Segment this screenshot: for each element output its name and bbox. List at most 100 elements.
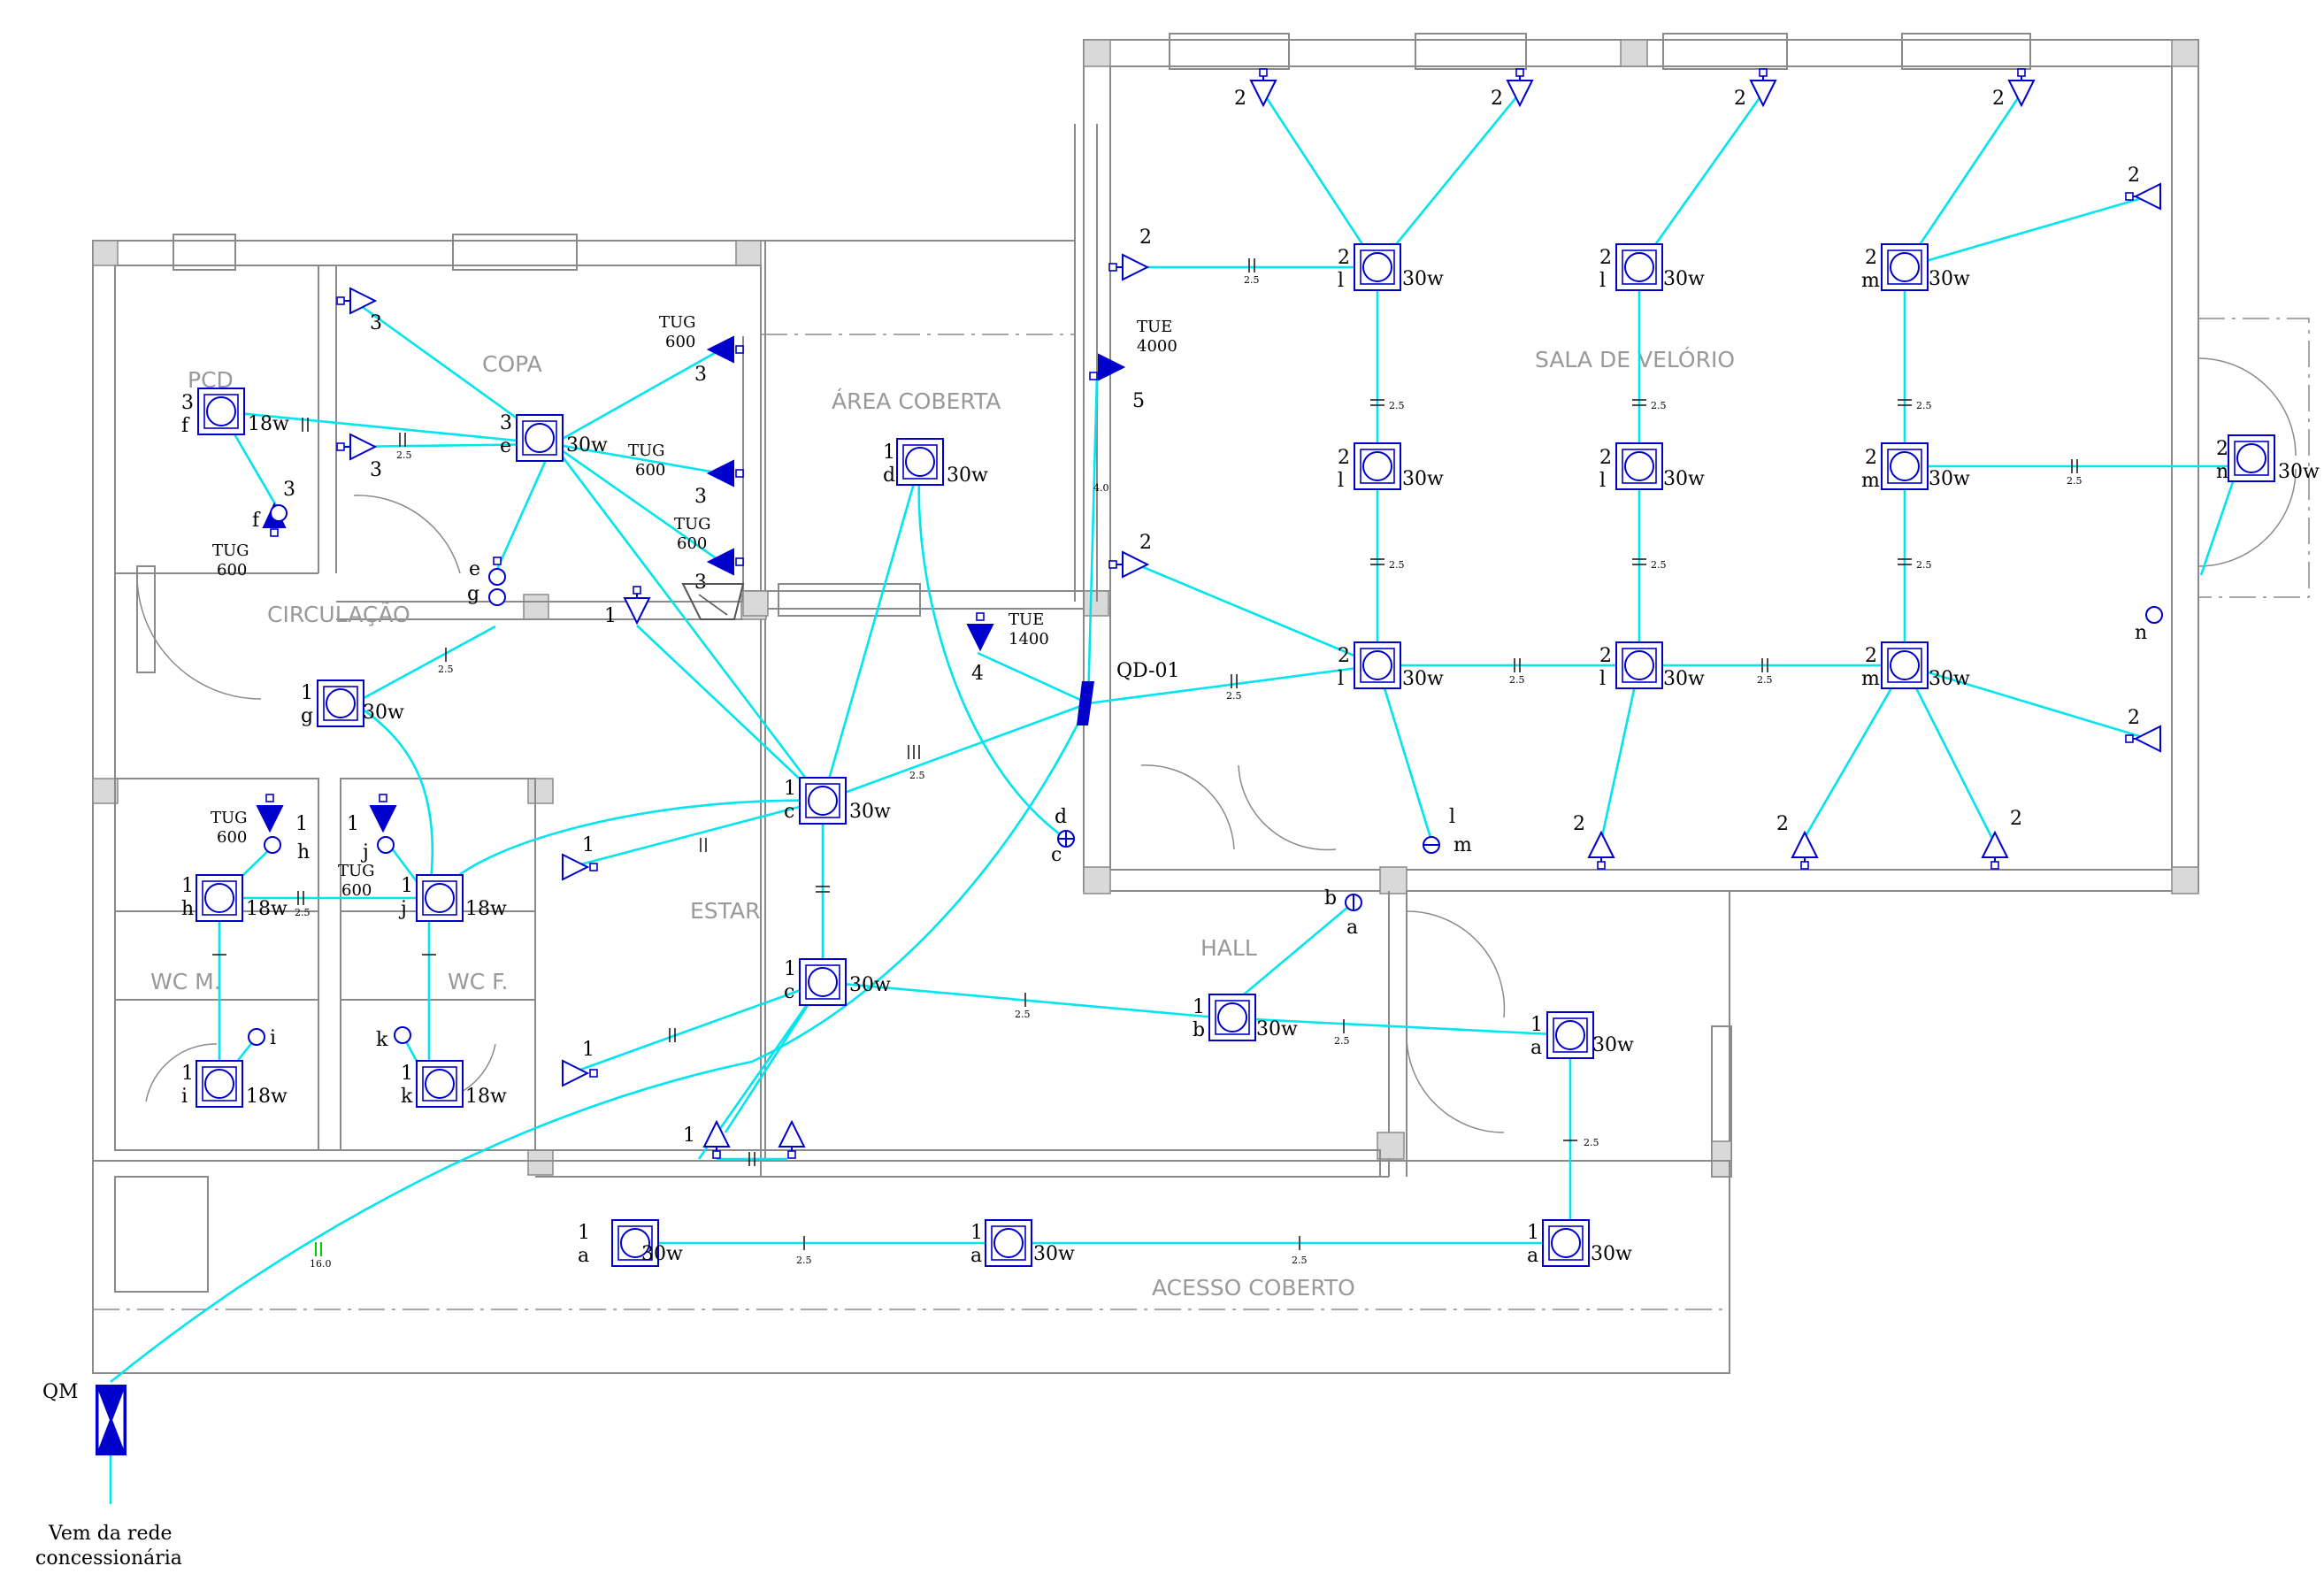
svg-text:1: 1	[784, 958, 796, 980]
svg-text:30w: 30w	[363, 702, 404, 724]
svg-text:2: 2	[2010, 808, 2022, 830]
gauge-label: 2.5	[438, 664, 454, 675]
outlet-symbol: 3	[694, 460, 744, 508]
svg-text:TUE: TUE	[1137, 318, 1172, 336]
room-label-circulacao: CIRCULAÇÃO	[267, 601, 410, 627]
svg-text:3: 3	[283, 479, 295, 501]
svg-text:TUG: TUG	[674, 515, 711, 534]
svg-text:600: 600	[217, 828, 247, 847]
outlet-symbol: 1	[347, 794, 396, 835]
svg-text:2: 2	[1776, 813, 1789, 835]
svg-text:c: c	[784, 801, 794, 823]
gauge-label: 2.5	[1509, 674, 1525, 686]
svg-text:TUG: TUG	[628, 441, 665, 460]
gauge-label: 2.5	[1651, 559, 1667, 571]
svg-text:18w: 18w	[465, 1086, 507, 1108]
gauge-label: 2.5	[796, 1255, 812, 1266]
svg-text:1: 1	[301, 682, 313, 704]
svg-text:g: g	[301, 705, 313, 727]
svg-text:i: i	[181, 1086, 188, 1108]
svg-text:600: 600	[217, 561, 247, 580]
svg-text:g: g	[467, 583, 479, 605]
gauge-label: 2.5	[2067, 475, 2082, 487]
svg-text:18w: 18w	[246, 898, 288, 920]
svg-text:30w: 30w	[849, 974, 891, 996]
supply-note: Vem da rede concessionária	[35, 1523, 182, 1570]
lamp-fixture: 2l 30w	[1599, 243, 1705, 292]
gauge-label: 2.5	[1584, 1137, 1599, 1148]
svg-text:3: 3	[500, 412, 512, 434]
svg-text:600: 600	[677, 534, 707, 553]
svg-text:3: 3	[694, 364, 707, 386]
svg-text:600: 600	[341, 881, 372, 900]
gauge-label: 2.5	[1389, 400, 1405, 411]
svg-text:2: 2	[1139, 532, 1152, 554]
gauge-label: 2.5	[1015, 1009, 1031, 1020]
room-labels: PCD COPA ÁREA COBERTA SALA DE VELÓRIO CI…	[150, 346, 1735, 1301]
svg-text:l: l	[1338, 470, 1344, 492]
outlet-symbol: 3	[336, 288, 382, 334]
svg-text:30w: 30w	[947, 464, 988, 487]
sink-icon	[681, 583, 745, 620]
outlet-symbol: 2	[1108, 532, 1152, 578]
svg-text:h: h	[181, 898, 194, 920]
outlet-symbol: 3	[694, 549, 744, 594]
room-label-area-coberta: ÁREA COBERTA	[832, 388, 1001, 414]
switch-symbol	[264, 836, 281, 854]
svg-text:TUE: TUE	[1009, 610, 1044, 629]
svg-text:30w: 30w	[1591, 1243, 1632, 1265]
svg-text:30w: 30w	[1402, 668, 1444, 690]
svg-text:30w: 30w	[1402, 468, 1444, 490]
svg-text:3: 3	[694, 486, 707, 508]
outlet-symbol: 2	[1573, 813, 1615, 870]
outlet-symbol: 2	[1108, 226, 1152, 280]
svg-text:d: d	[1055, 806, 1067, 828]
switch-symbol: ba	[1324, 887, 1362, 939]
svg-text:1: 1	[578, 1222, 590, 1244]
outlet-symbol: 4	[967, 612, 993, 685]
svg-text:1: 1	[582, 834, 594, 856]
svg-text:30w: 30w	[1663, 268, 1705, 290]
svg-text:2: 2	[1139, 226, 1152, 249]
svg-text:30w: 30w	[1929, 468, 1970, 490]
switch-symbol: lm	[1423, 806, 1472, 856]
svg-text:18w: 18w	[246, 1086, 288, 1108]
svg-text:a: a	[1530, 1037, 1542, 1059]
svg-text:l: l	[1599, 270, 1606, 292]
svg-text:b: b	[1324, 887, 1337, 910]
svg-text:m: m	[1861, 470, 1880, 492]
svg-text:4000: 4000	[1137, 337, 1177, 356]
switch-symbol	[377, 836, 395, 854]
outlet-symbol: 2	[2125, 165, 2161, 210]
switch-symbol: n	[2135, 606, 2163, 644]
svg-text:1: 1	[683, 1125, 695, 1147]
room-label-acesso-coberto: ACESSO COBERTO	[1152, 1275, 1355, 1301]
svg-text:5: 5	[1132, 390, 1145, 412]
svg-text:j: j	[398, 898, 407, 920]
svg-text:600: 600	[665, 333, 695, 351]
svg-text:TUG: TUG	[212, 541, 249, 560]
switch-symbol: k	[376, 1026, 411, 1051]
svg-text:1: 1	[295, 813, 308, 835]
svg-text:2: 2	[1599, 645, 1612, 667]
svg-text:30w: 30w	[1592, 1034, 1634, 1056]
svg-text:2: 2	[1338, 645, 1350, 667]
svg-text:30w: 30w	[1033, 1243, 1075, 1265]
switch-symbol: f	[252, 504, 288, 532]
outlet-symbol: 1	[683, 1121, 730, 1159]
svg-text:3: 3	[370, 459, 382, 481]
feeder-gauge-label: 16.0	[310, 1258, 332, 1270]
svg-text:TUG: TUG	[211, 809, 248, 827]
gauge-label: 2.5	[1916, 400, 1932, 411]
svg-text:2: 2	[1338, 247, 1350, 269]
svg-text:2: 2	[1599, 247, 1612, 269]
outlet-symbol: 2	[1734, 68, 1776, 110]
